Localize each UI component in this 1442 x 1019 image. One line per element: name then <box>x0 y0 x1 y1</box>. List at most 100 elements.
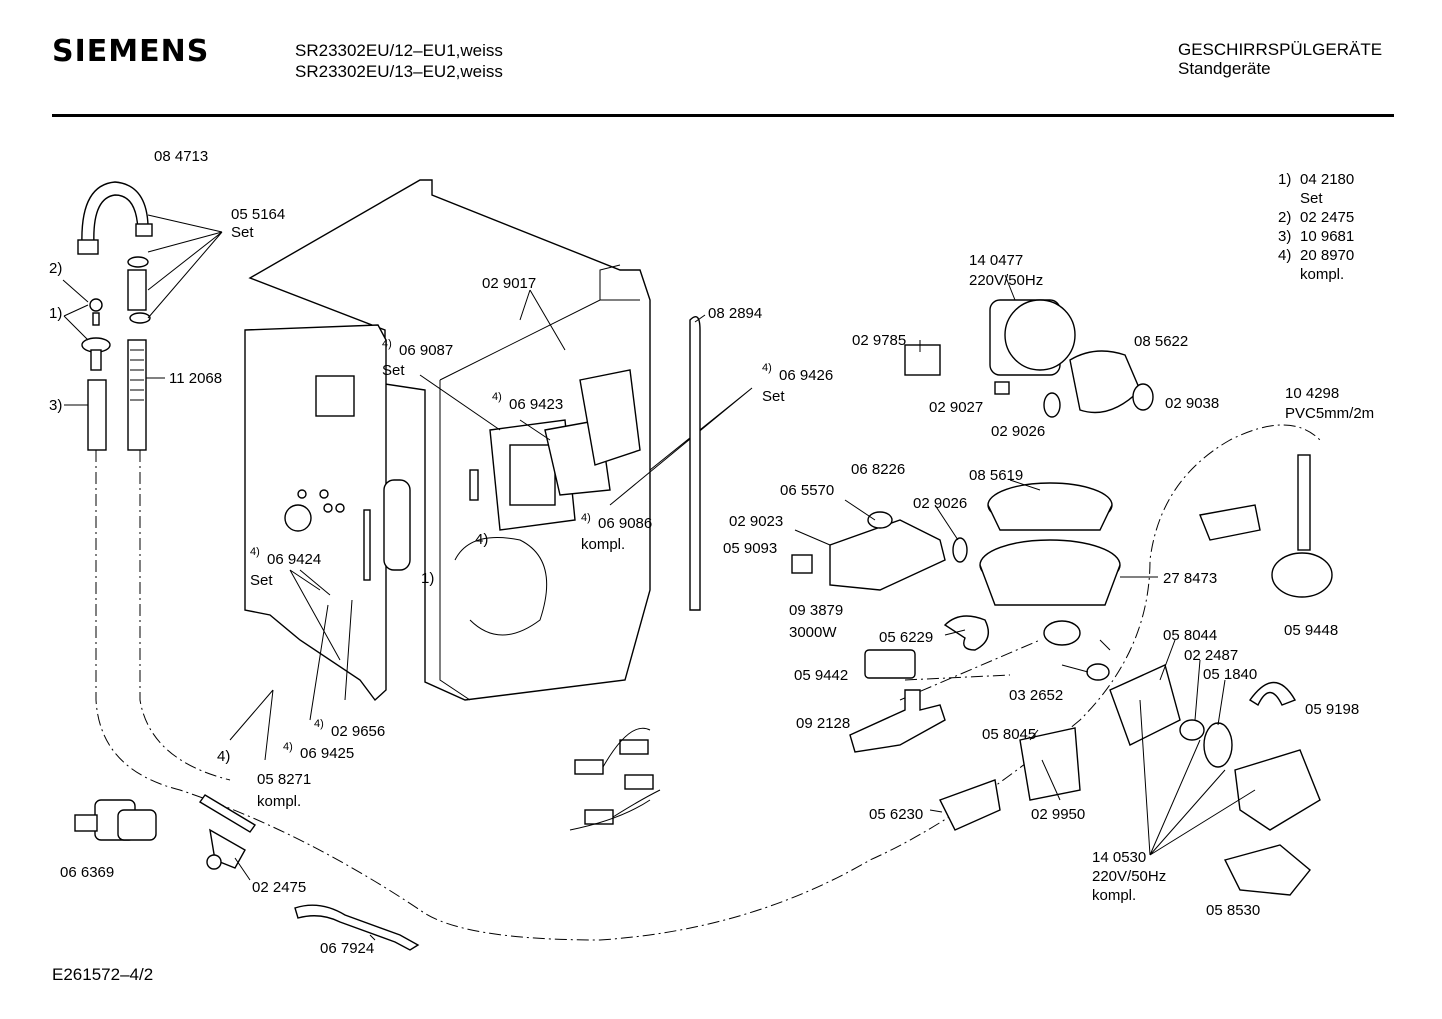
part-label-059093: 05 9093 <box>723 540 777 557</box>
part-label-029785: 02 9785 <box>852 332 906 349</box>
leader-line <box>919 274 1016 352</box>
legend-value: 04 2180 <box>1300 171 1355 188</box>
hose-hook-part <box>77 181 153 255</box>
part-label-029017: 02 9017 <box>482 275 536 292</box>
inlet-valve-part <box>74 799 157 841</box>
set-label: Set <box>250 572 273 589</box>
part-label-029026: 02 9026 <box>913 495 967 512</box>
hose-route-line <box>95 424 1321 941</box>
part-label-059198: 05 9198 <box>1305 701 1359 718</box>
marker-3: 3) <box>49 397 62 414</box>
part-label-069426: 06 9426 <box>779 367 833 384</box>
part-label-066369: 06 6369 <box>60 864 114 881</box>
legend-row: 1)04 2180 <box>1278 170 1354 189</box>
part-label-069086: 06 9086 <box>598 515 652 532</box>
footnote-legend: 1)04 2180 Set 2)02 2475 3)10 9681 4)20 8… <box>1278 170 1354 284</box>
category-subtitle: Standgeräte <box>1178 59 1271 78</box>
superscript-marker: 4) <box>581 512 591 524</box>
part-label-029656: 02 9656 <box>331 723 385 740</box>
part-label-140530: 14 0530 <box>1092 849 1146 866</box>
legend-row: Set <box>1278 189 1354 208</box>
wiring-harness-part <box>569 727 661 831</box>
part-label-065570: 06 5570 <box>780 482 834 499</box>
part-label-056229: 05 6229 <box>879 629 933 646</box>
part-label-112068: 11 2068 <box>169 370 222 387</box>
part-label-058045: 05 8045 <box>982 726 1036 743</box>
leader-line <box>1009 479 1158 651</box>
pump-link-line <box>904 674 1011 681</box>
part-label-022487: 02 2487 <box>1184 647 1238 664</box>
legend-row: kompl. <box>1278 265 1354 284</box>
part-label-029023: 02 9023 <box>729 513 783 530</box>
part-label-104298: 10 4298 <box>1285 385 1339 402</box>
marker-2: 2) <box>49 260 62 277</box>
hose-spec-label: PVC5mm/2m <box>1285 405 1374 422</box>
door-panel-part <box>244 324 411 702</box>
dispenser-part <box>469 369 641 531</box>
door-seal-part <box>689 316 701 611</box>
part-label-093879: 09 3879 <box>789 602 843 619</box>
marker-4: 4) <box>217 748 230 765</box>
aquastop-hose-part <box>198 794 257 870</box>
part-label-084713: 08 4713 <box>154 148 208 165</box>
part-label-069424: 06 9424 <box>267 551 321 568</box>
screw-part <box>81 298 111 371</box>
part-label-140477: 14 0477 <box>969 252 1023 269</box>
model-line-2: SR23302EU/13–EU2,weiss <box>295 62 503 81</box>
legend-key: 3) <box>1278 228 1292 245</box>
part-label-069423: 06 9423 <box>509 396 563 413</box>
category-heading: GESCHIRRSPÜLGERÄTE Standgeräte <box>1178 40 1382 78</box>
part-label-085619: 08 5619 <box>969 467 1023 484</box>
document-id: E261572–4/2 <box>52 965 154 984</box>
set-label: Set <box>382 362 405 379</box>
kompl-label: kompl. <box>257 793 301 810</box>
pressure-switch-part <box>1199 454 1333 598</box>
superscript-marker: 4) <box>314 718 324 730</box>
heater-part <box>791 511 989 651</box>
model-line-1: SR23302EU/12–EU1,weiss <box>295 41 503 60</box>
leader-line <box>929 639 1256 856</box>
part-label-032652: 03 2652 <box>1009 687 1063 704</box>
header-rule <box>52 114 1394 117</box>
part-label-029026: 02 9026 <box>991 423 1045 440</box>
part-label-058044: 05 8044 <box>1163 627 1217 644</box>
part-label-029027: 02 9027 <box>929 399 983 416</box>
hose-clip-part <box>127 256 151 324</box>
leader-line <box>229 289 753 761</box>
legend-key: 4) <box>1278 247 1292 264</box>
wattage-label: 3000W <box>789 624 837 641</box>
kompl-label: kompl. <box>581 536 625 553</box>
category-title: GESCHIRRSPÜLGERÄTE <box>1178 40 1383 59</box>
part-label-069425: 06 9425 <box>300 745 354 762</box>
leader-line <box>234 857 376 941</box>
marker-4: 4) <box>475 531 488 548</box>
legend-value: 20 8970 <box>1300 247 1355 264</box>
set-label: Set <box>231 224 254 241</box>
brand-logo: SIEMENS <box>52 34 210 69</box>
kompl-label: kompl. <box>1092 887 1136 904</box>
part-label-058530: 05 8530 <box>1206 902 1260 919</box>
wiring-route-line <box>139 450 231 781</box>
part-label-059442: 05 9442 <box>794 667 848 684</box>
drain-hose-part <box>294 904 420 951</box>
part-label-055164: 05 5164 <box>231 206 285 223</box>
pump-motor-part <box>904 299 1154 418</box>
legend-value: Set <box>1300 190 1323 207</box>
part-label-067924: 06 7924 <box>320 940 374 957</box>
sump-part <box>979 482 1121 646</box>
leader-line <box>794 499 966 636</box>
leader-line <box>62 214 223 406</box>
part-label-069087: 06 9087 <box>399 342 453 359</box>
part-label-278473: 27 8473 <box>1163 570 1217 587</box>
superscript-marker: 4) <box>382 338 392 350</box>
part-label-056230: 05 6230 <box>869 806 923 823</box>
part-label-059448: 05 9448 <box>1284 622 1338 639</box>
part-label-058271: 05 8271 <box>257 771 311 788</box>
legend-key: 2) <box>1278 209 1292 226</box>
part-label-029950: 02 9950 <box>1031 806 1085 823</box>
marker-1: 1) <box>421 570 434 587</box>
legend-row: 3)10 9681 <box>1278 227 1354 246</box>
part-label-022475: 02 2475 <box>252 879 306 896</box>
superscript-marker: 4) <box>250 546 260 558</box>
